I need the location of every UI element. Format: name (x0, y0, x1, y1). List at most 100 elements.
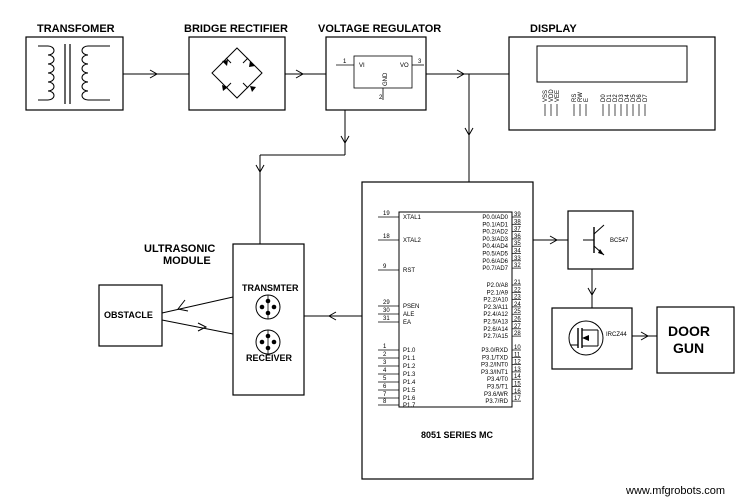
mcu-left-pin-number: 18 (383, 234, 390, 240)
mcu-right-pin-number: 14 (514, 374, 521, 380)
mcu-right-pin-number: 35 (514, 241, 521, 247)
mcu-left-pin-name: P1.2 (403, 364, 416, 370)
mcu-left-pin-number: 9 (383, 264, 387, 270)
bridge-rectifier-title: BRIDGE RECTIFIER (184, 23, 288, 35)
mcu-right-pin-name: P0.3/AD3 (482, 237, 508, 243)
mcu-right-pin-number: 10 (514, 345, 521, 351)
ultrasonic-title-line2: MODULE (163, 255, 211, 267)
mcu-left-pin-name: EA (403, 320, 411, 326)
regulator-pin-in: 1 (343, 59, 347, 65)
mcu-right-pin-number: 22 (514, 287, 521, 293)
door-label: DOOR (668, 323, 710, 339)
gun-label: GUN (673, 340, 704, 356)
power-wiring (123, 69, 509, 244)
mcu-right-pin-number: 25 (514, 309, 521, 315)
door-gun-block: DOOR GUN (656, 306, 735, 374)
lcd-pin-label-d6: D6 (637, 94, 643, 102)
mcu-right-pin-number: 23 (514, 295, 521, 301)
mcu-right-pin-number: 24 (514, 302, 521, 308)
mcu-right-pin-name: P3.4/T0 (487, 377, 509, 383)
mcu-left-pin-number: 1 (383, 344, 387, 350)
mcu-left-pin-name: ALE (403, 312, 414, 318)
mcu-right-pin-name: P2.7/A15 (483, 334, 508, 340)
bridge-rectifier-block (188, 36, 286, 111)
mcu-right-pin-number: 38 (514, 219, 521, 225)
mcu-right-pin-name: P2.0/A8 (487, 283, 509, 289)
regulator-pin-out: 3 (418, 59, 422, 65)
mosfet-to-door-wire (632, 331, 657, 341)
mcu-left-pin-number: 3 (383, 360, 387, 366)
mcu-right-pin-name: P3.0/RXD (481, 348, 508, 354)
transformer-title: TRANSFOMER (37, 23, 115, 35)
mcu-right-pin-number: 11 (514, 352, 521, 358)
watermark-text: www.mfgrobots.com (625, 485, 725, 497)
mcu-block: 19XTAL118XTAL29RST29PSEN30ALE31EA1P1.02P… (361, 181, 534, 480)
mcu-to-transistor-wire (533, 235, 597, 308)
transistor-label: BC547 (610, 238, 629, 244)
lcd-pin-label-d3: D3 (619, 94, 625, 102)
transmitter-label: TRANSMTER (242, 283, 299, 293)
obstacle-beams (161, 296, 234, 335)
regulator-vo-label: VO (400, 63, 409, 69)
mcu-right-pin-number: 27 (514, 324, 521, 330)
mcu-left-pin-name: P1.3 (403, 372, 416, 378)
mcu-right-pin-name: P3.5/T1 (487, 385, 509, 391)
mcu-left-pin-number: 8 (383, 399, 387, 405)
mcu-right-pin-number: 12 (514, 360, 521, 366)
lcd-pin-label-d0: D0 (601, 94, 607, 102)
mcu-left-pin-name: P1.0 (403, 348, 416, 354)
transistor-block: BC547 (567, 210, 634, 270)
mcu-right-pin-number: 37 (514, 227, 521, 233)
ultrasonic-module-block: TRANSMTER RECEIVER (232, 243, 305, 396)
lcd-pin-label-rw: RW (578, 92, 584, 102)
mcu-right-pin-name: P2.5/A13 (483, 320, 508, 326)
mcu-right-pin-name: P2.3/A11 (484, 305, 509, 311)
display-title: DISPLAY (530, 23, 577, 35)
mcu-right-pin-number: 26 (514, 317, 521, 323)
mcu-left-pin-number: 6 (383, 384, 387, 390)
mcu-right-pin-name: P2.4/A12 (483, 312, 508, 318)
mcu-left-pin-number: 2 (383, 352, 387, 358)
mcu-right-pin-name: P0.1/AD1 (482, 222, 508, 228)
lcd-pin-label-d7: D7 (643, 94, 649, 102)
mcu-right-pin-name: P3.7/RD (485, 399, 508, 405)
mcu-right-pin-number: 36 (514, 234, 521, 240)
mcu-left-pin-number: 4 (383, 368, 387, 374)
mosfet-block: IRCZ44 (551, 307, 633, 370)
mcu-right-pin-number: 21 (514, 280, 521, 286)
mcu-to-ultrasonic-wire (304, 311, 362, 321)
transmitter-sensor (255, 294, 281, 320)
lcd-pin-label-vss: VSS (543, 90, 549, 102)
obstacle-block: OBSTACLE (98, 284, 163, 347)
voltage-regulator-block: VI VO GND 1 3 2 (325, 36, 427, 111)
transformer-block (25, 36, 124, 111)
mcu-right-pin-name: P0.2/AD2 (482, 230, 508, 236)
mcu-right-pin-name: P0.4/AD4 (482, 244, 508, 250)
mcu-right-pin-name: P3.3/INT1 (481, 370, 509, 376)
mcu-right-pin-name: P2.2/A10 (483, 298, 508, 304)
mcu-right-pin-name: P3.6/WR (484, 392, 509, 398)
lcd-pin-label-d5: D5 (631, 94, 637, 102)
mcu-left-pin-name: XTAL1 (403, 215, 422, 221)
mcu-right-pin-name: P3.2/INT0 (481, 363, 509, 369)
mcu-left-pin-number: 19 (383, 211, 390, 217)
ultrasonic-title-line1: ULTRASONIC (144, 243, 215, 255)
mcu-right-pin-number: 15 (514, 382, 521, 388)
lcd-pin-label-d1: D1 (607, 94, 613, 102)
mcu-right-pin-number: 17 (514, 396, 521, 402)
mcu-left-pin-number: 30 (383, 308, 390, 314)
mcu-right-pin-number: 34 (514, 249, 521, 255)
receiver-sensor (255, 329, 281, 355)
mcu-left-pin-name: RST (403, 268, 415, 274)
mcu-left-pin-name: P1.1 (403, 356, 416, 362)
mcu-left-pins: 19XTAL118XTAL29RST29PSEN30ALE31EA1P1.02P… (378, 211, 422, 409)
mcu-left-pin-name: P1.4 (403, 380, 416, 386)
voltage-regulator-title: VOLTAGE REGULATOR (318, 23, 441, 35)
mcu-right-pin-name: P2.1/A9 (487, 290, 509, 296)
obstacle-label: OBSTACLE (104, 310, 153, 320)
mcu-left-pin-name: P1.7 (403, 403, 416, 409)
mosfet-label: IRCZ44 (606, 332, 627, 338)
